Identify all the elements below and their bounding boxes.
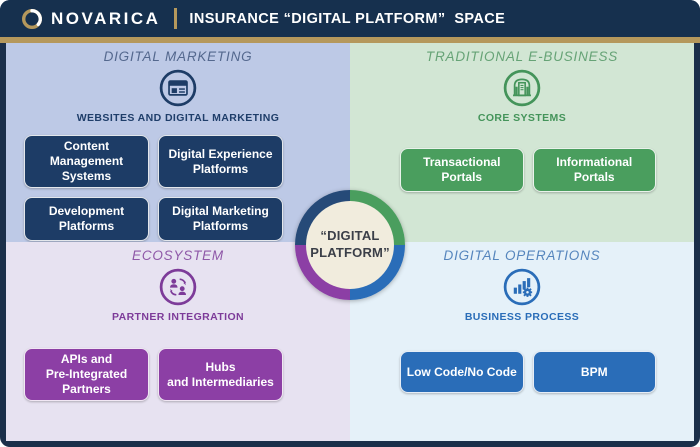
box-low-code-no-code: Low Code/No Code [400, 351, 524, 393]
box-hubs-and-intermediaries: Hubs and Intermediaries [158, 348, 283, 401]
quadrant-subtitle: CORE SYSTEMS [477, 112, 567, 124]
digital-platform-circle: “DIGITAL PLATFORM” [295, 190, 405, 300]
business-process-icon [350, 268, 694, 306]
box-grid: Low Code/No Code BPM [400, 351, 656, 393]
header-divider [174, 8, 178, 29]
novarica-logo: NOVARICA [20, 7, 160, 31]
quadrant-subtitle: PARTNER INTEGRATION [111, 311, 245, 323]
quadrant-traditional-e-business: TRADITIONAL E-BUSINESS CORE SYSTEMS Tran… [350, 43, 694, 242]
box-grid: Transactional Portals Informational Port… [400, 148, 656, 192]
novarica-logo-icon [20, 7, 44, 31]
box-development-platforms: Development Platforms [24, 197, 149, 241]
quadrant-title: ECOSYSTEM [132, 248, 224, 263]
gold-divider-line [0, 37, 700, 43]
digital-platform-label: “DIGITAL PLATFORM” [310, 228, 390, 260]
box-informational-portals: Informational Portals [532, 148, 656, 192]
quadrant-grid: DIGITAL MARKETING WEBSITES AND DIGITAL M… [6, 43, 694, 441]
quadrant-title: TRADITIONAL E-BUSINESS [425, 49, 619, 64]
page-title: INSURANCE “DIGITAL PLATFORM” SPACE [189, 10, 506, 27]
box-digital-marketing-platforms: Digital Marketing Platforms [158, 197, 283, 241]
box-bpm: BPM [532, 351, 656, 393]
box-grid: Content Management Systems Digital Exper… [24, 135, 283, 241]
core-systems-icon [350, 69, 694, 107]
header-bar: NOVARICA INSURANCE “DIGITAL PLATFORM” SP… [0, 0, 700, 37]
quadrant-subtitle: BUSINESS PROCESS [464, 311, 580, 323]
novarica-logo-text: NOVARICA [51, 8, 161, 28]
quadrant-subtitle: WEBSITES AND DIGITAL MARKETING [76, 112, 280, 124]
quadrant-title: DIGITAL MARKETING [103, 49, 253, 64]
quadrant-digital-marketing: DIGITAL MARKETING WEBSITES AND DIGITAL M… [6, 43, 350, 242]
digital-platform-circle-inner: “DIGITAL PLATFORM” [306, 201, 394, 289]
box-digital-experience-platforms: Digital Experience Platforms [158, 135, 283, 188]
box-content-management-systems: Content Management Systems [24, 135, 149, 188]
box-apis-and-pre-integrated-partners: APIs and Pre-Integrated Partners [24, 348, 149, 401]
partner-integration-icon [6, 268, 350, 306]
quadrant-digital-operations: DIGITAL OPERATIONS [350, 242, 694, 441]
box-grid: APIs and Pre-Integrated Partners Hubs an… [24, 348, 283, 401]
browser-icon [6, 69, 350, 107]
quadrant-ecosystem: ECOSYSTEM PARTNER INTEGRATION APIs and P… [6, 242, 350, 441]
quadrant-title: DIGITAL OPERATIONS [443, 248, 601, 263]
box-transactional-portals: Transactional Portals [400, 148, 524, 192]
